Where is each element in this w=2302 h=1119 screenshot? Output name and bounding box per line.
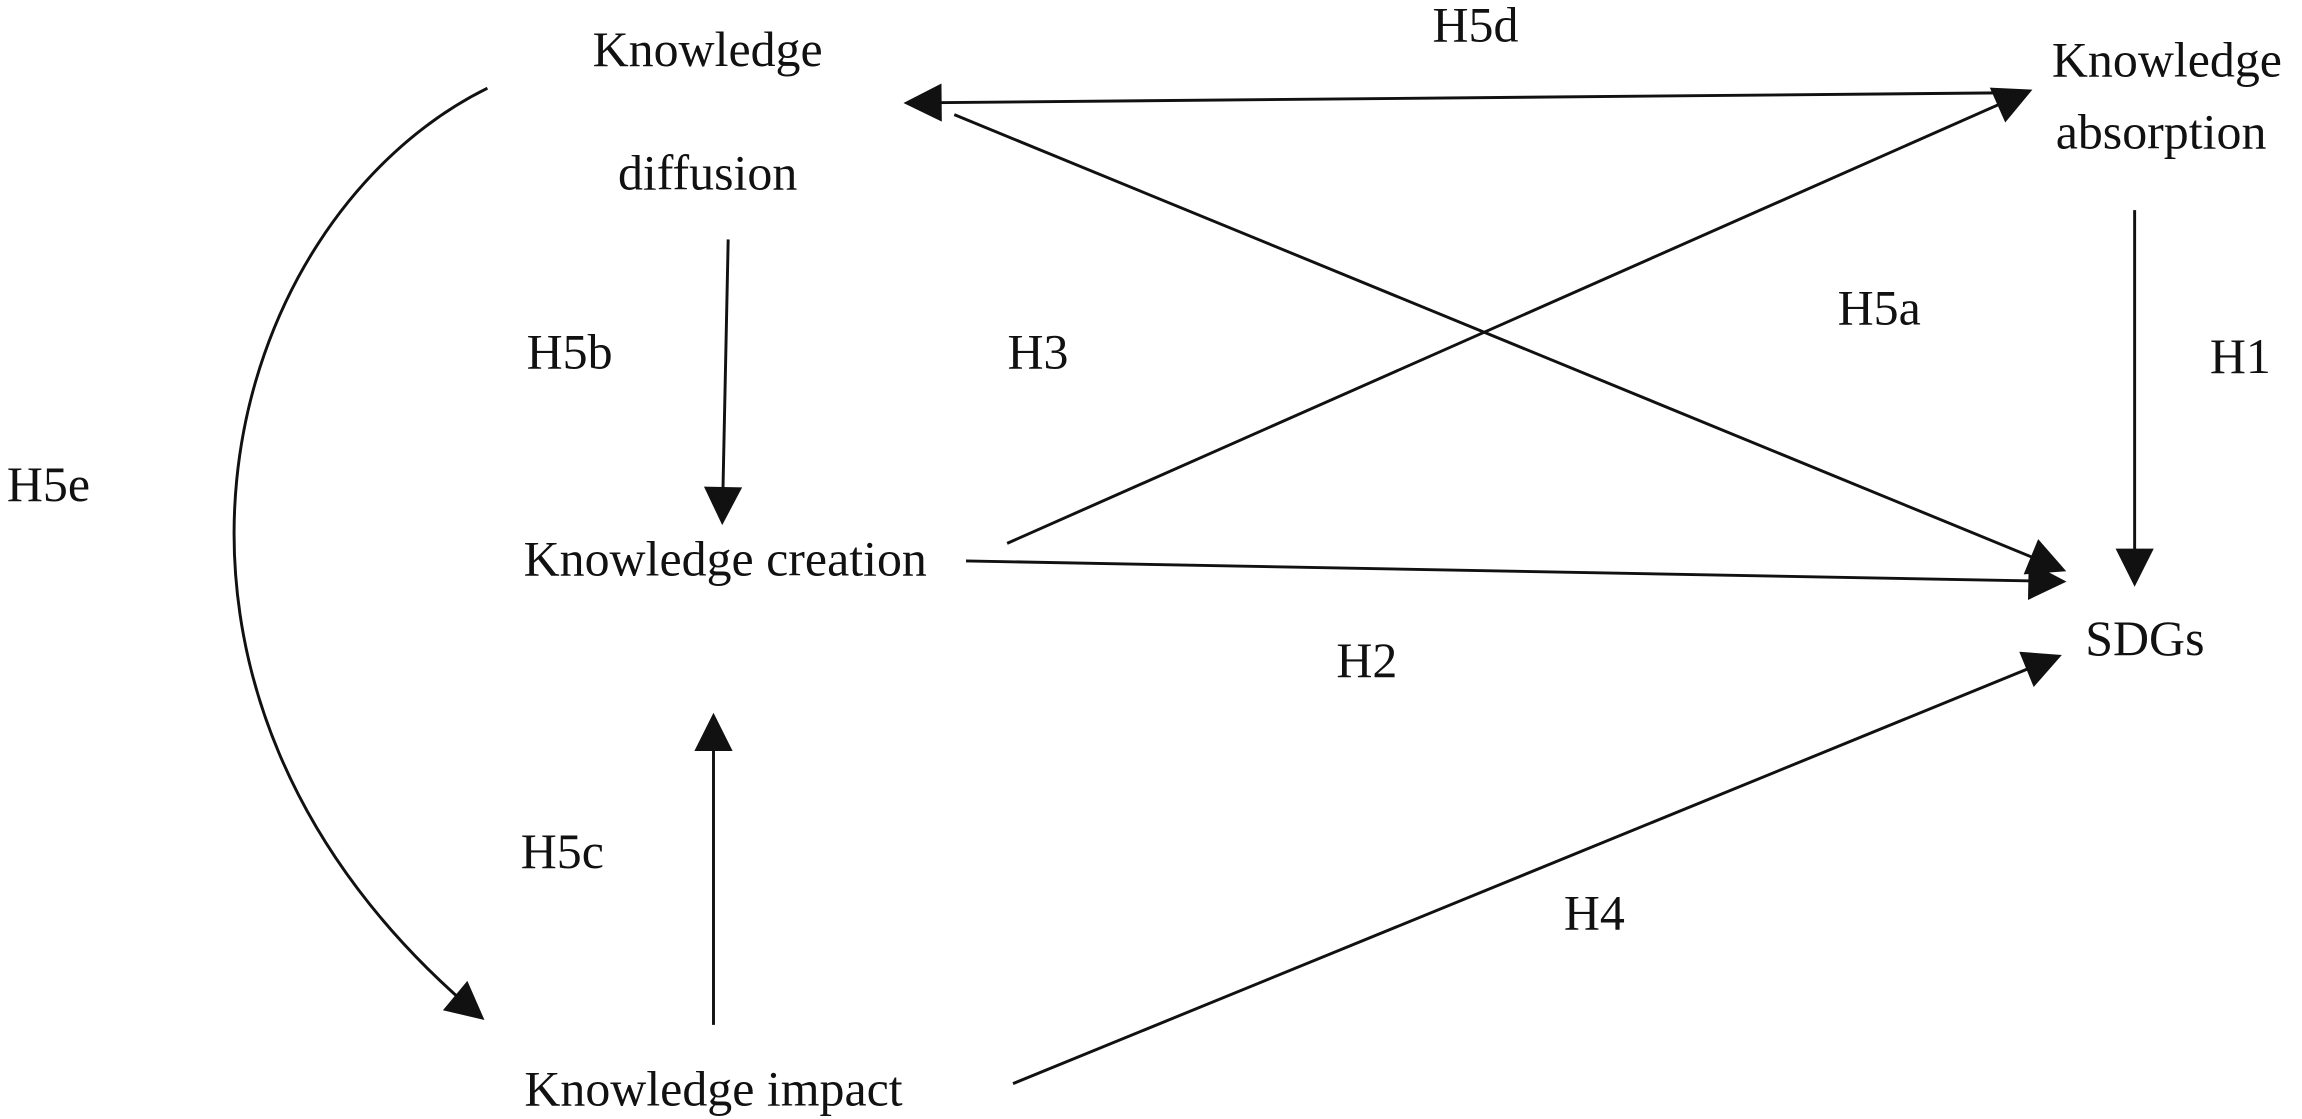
- label-h5c: H5c: [521, 824, 604, 879]
- edges: [232, 83, 2154, 1085]
- label-h2: H2: [1336, 633, 1397, 688]
- node-knowledge-impact: Knowledge impact: [524, 1062, 902, 1117]
- node-knowledge-diffusion-line1: Knowledge: [593, 22, 823, 77]
- label-h5a: H5a: [1838, 281, 1921, 336]
- edge-h2-creation-to-sdgs: [965, 559, 2067, 600]
- node-knowledge-diffusion-line2: diffusion: [618, 146, 797, 201]
- edge-h4-impact-to-sdgs: [1012, 651, 2062, 1085]
- node-knowledge-creation: Knowledge creation: [524, 532, 927, 587]
- node-knowledge-absorption-line2: absorption: [2056, 104, 2267, 159]
- edge-h5e-diffusion-to-impact: [232, 86, 489, 1020]
- node-knowledge-absorption-line1: Knowledge: [2052, 32, 2282, 87]
- edge-h5d-absorption-to-diffusion: [903, 83, 2027, 122]
- label-h1: H1: [2210, 329, 2271, 384]
- label-h5e: H5e: [7, 457, 90, 512]
- edge-h5a-diffusion-to-sdgs: [953, 113, 2067, 575]
- label-h5b: H5b: [527, 325, 613, 380]
- edge-h3-creation-to-absorption: [1006, 87, 2033, 545]
- label-h5d: H5d: [1432, 0, 1518, 52]
- label-h3: H3: [1007, 325, 1068, 380]
- edge-h5b-diffusion-to-creation: [703, 239, 743, 526]
- node-sdgs: SDGs: [2085, 611, 2204, 666]
- label-h4: H4: [1564, 885, 1625, 940]
